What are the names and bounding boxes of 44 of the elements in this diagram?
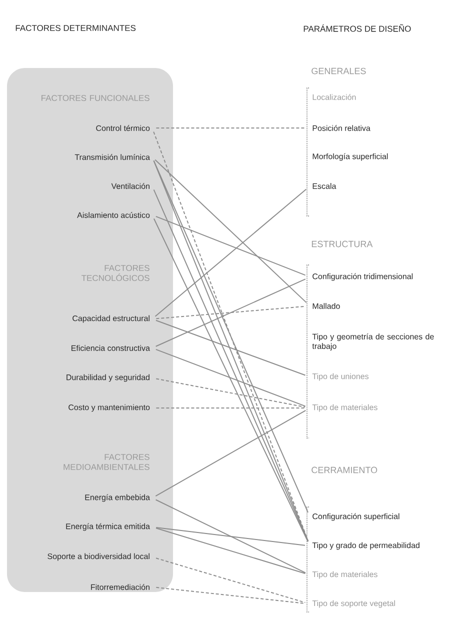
item-label: Fitorremediación	[91, 584, 150, 590]
item-label: Configuración superficial	[312, 513, 400, 521]
connector-line	[154, 188, 307, 317]
connector-line	[156, 528, 306, 574]
item-label: Aislamiento acústico	[77, 212, 150, 218]
connector-line	[156, 378, 306, 408]
connector-line	[155, 499, 306, 574]
item-label: Tipo de uniones	[312, 373, 369, 381]
connector-line	[156, 558, 306, 604]
item-label: Capacidad estructural	[72, 315, 150, 323]
connector-line	[155, 320, 306, 376]
item-label: Soporte a biodiversidad local	[48, 553, 150, 561]
item-label: Posición relativa	[312, 125, 370, 131]
item-label: Tipo de materiales	[312, 404, 378, 412]
item-label: Configuración tridimensional	[312, 273, 413, 281]
section-heading: ESTRUCTURA	[312, 240, 373, 248]
item-label: Tipo y grado de permeabilidad	[312, 542, 420, 550]
item-label: Ventilación	[111, 183, 150, 189]
item-label: Costo y mantenimiento	[68, 404, 150, 412]
connector-line	[156, 586, 306, 604]
connector-line	[155, 348, 306, 407]
section-heading: CERRAMIENTO	[312, 466, 378, 474]
item-label: Mallado	[312, 303, 340, 309]
column-heading: PARÁMETROS DE DISEÑO	[304, 24, 411, 32]
connector-line	[155, 216, 306, 276]
connector-line	[154, 159, 307, 304]
item-label: Energía embebida	[85, 494, 150, 502]
connector-line	[155, 410, 306, 496]
item-label: Durabilidad y seguridad	[66, 374, 150, 382]
connector-line	[156, 526, 306, 546]
item-label: Localización	[312, 94, 356, 100]
section-heading: GENERALES	[312, 68, 366, 74]
item-label: Transmisión lumínica	[74, 154, 150, 160]
item-label: Escala	[312, 183, 336, 189]
item-label: Tipo de materiales	[312, 571, 378, 579]
item-label: Energía térmica emitida	[66, 523, 150, 531]
item-label: Control térmico	[96, 125, 150, 131]
column-heading: FACTORES DETERMINANTES	[16, 25, 136, 31]
item-label: Eficiencia constructiva	[72, 345, 150, 351]
item-label: Morfología superficial	[312, 153, 388, 161]
connector-line	[156, 306, 306, 320]
item-label: Tipo y geometría de secciones de trabajo	[312, 333, 434, 351]
item-label: Tipo de soporte vegetal	[312, 600, 395, 608]
connector-line	[155, 278, 306, 347]
